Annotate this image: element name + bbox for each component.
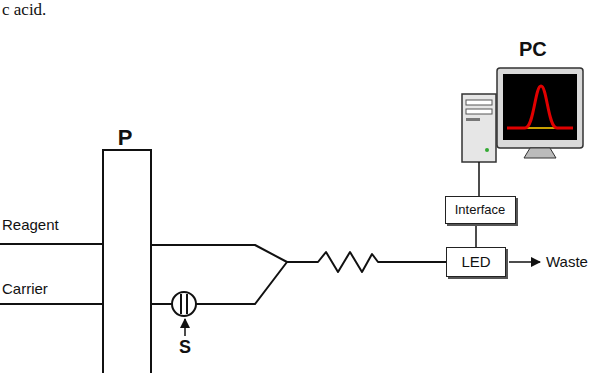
computer-icon	[462, 68, 583, 162]
injection-valve	[172, 292, 196, 316]
signal-wire	[475, 224, 477, 247]
box-label: LED	[455, 253, 497, 271]
interface-box: Interface	[445, 196, 516, 224]
carrier-line	[0, 303, 102, 305]
signal-wire	[478, 162, 480, 196]
waste-arrow	[509, 261, 540, 263]
reagent-line	[0, 243, 102, 245]
pump-label: P	[102, 127, 152, 149]
pump-box: P	[102, 127, 152, 373]
outlet-label: Waste	[546, 253, 588, 270]
detector-box: LED	[446, 247, 506, 277]
flow-line	[152, 245, 446, 272]
valve-pointer	[184, 319, 186, 336]
pump-outline	[102, 149, 152, 373]
pc-label: PC	[519, 38, 547, 61]
carrier-branch	[152, 262, 287, 304]
box-label: Interface	[454, 202, 507, 218]
running-text: c acid.	[2, 0, 46, 20]
valve-label: S	[179, 337, 191, 358]
stream-label: Carrier	[2, 280, 48, 297]
stream-label: Reagent	[2, 216, 59, 233]
